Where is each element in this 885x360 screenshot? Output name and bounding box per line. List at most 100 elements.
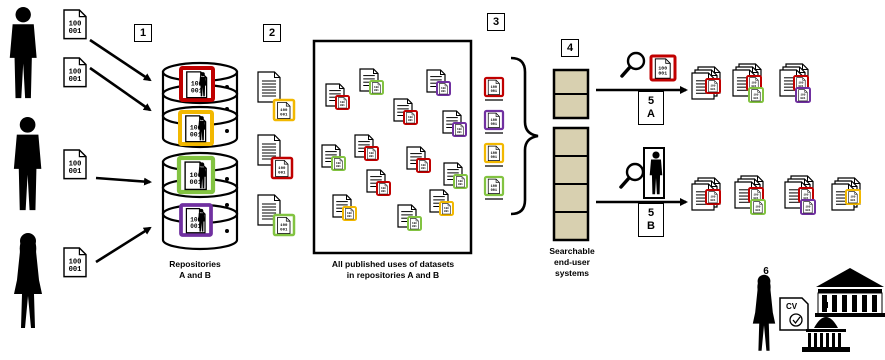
researcher-silhouette-icon [752,274,776,351]
svg-text:100: 100 [340,101,345,104]
svg-text:100: 100 [189,172,201,180]
step-6-label: 6 [763,265,769,277]
user-1-arrow-a [89,38,152,82]
svg-text:001: 001 [805,209,810,212]
svg-text:100: 100 [278,167,286,171]
svg-text:100: 100 [457,128,462,131]
svg-text:001: 001 [412,225,417,228]
repo-a-dataset-orange-person [198,116,206,141]
search-b-query-person-silhouette-icon [649,151,663,195]
svg-text:100: 100 [369,152,374,155]
step-3-label: 3 [487,13,505,31]
svg-text:001: 001 [189,179,201,187]
svg-text:100: 100 [408,116,413,119]
svg-text:001: 001 [710,88,715,91]
cv-document-icon: CV [779,297,809,331]
svg-text:100: 100 [190,125,202,132]
government-capitol-icon [802,302,850,352]
svg-text:001: 001 [69,76,82,84]
svg-text:100: 100 [458,180,463,183]
svg-text:001: 001 [755,209,760,212]
search-systems-caption-line1: Searchable [549,246,595,256]
svg-text:001: 001 [421,167,426,170]
svg-text:100: 100 [798,82,803,85]
svg-text:100: 100 [441,87,446,90]
svg-text:100: 100 [412,222,417,225]
svg-text:100: 100 [336,162,341,165]
svg-text:001: 001 [280,113,288,117]
step-1-label: 1 [134,24,152,42]
published-uses-caption: All published uses of datasets in reposi… [332,259,454,281]
svg-text:001: 001 [753,197,758,200]
svg-text:001: 001 [491,90,498,94]
svg-text:100: 100 [347,212,352,215]
repo-b-dataset-green-person [198,162,206,189]
user-1-silhouette-icon [9,6,37,99]
svg-text:001: 001 [280,228,288,232]
user-3-arrow [95,226,152,264]
svg-text:100: 100 [800,94,805,97]
svg-text:100: 100 [69,68,82,76]
step-5b-number: 5 [647,207,655,219]
svg-text:100: 100 [710,85,715,88]
svg-text:100: 100 [491,152,498,156]
svg-text:100: 100 [421,164,426,167]
repo-b-dataset-purple-person [198,208,205,232]
svg-text:100: 100 [805,206,810,209]
svg-text:100: 100 [381,187,386,190]
search-systems-caption-line3: systems [554,268,590,278]
step-5a-letter: A [647,108,655,120]
published-uses-caption-line1: All published uses of datasets [331,259,455,269]
svg-text:001: 001 [458,183,463,186]
svg-text:100: 100 [491,185,498,189]
repositories-caption-line2: A and B [179,270,211,280]
step-5b-label: 5 B [638,203,664,237]
svg-text:001: 001 [491,123,498,127]
svg-text:100: 100 [280,109,288,113]
publication-1-page [257,71,281,103]
cv-label: CV [786,302,798,311]
repositories-caption: Repositories A and B [169,259,221,281]
user-1-arrow-b [89,66,152,112]
svg-text:100: 100 [491,86,498,90]
svg-text:100: 100 [444,207,449,210]
search-a-magnifier-icon [620,51,646,78]
collection-bracket-icon [510,56,539,216]
repositories-caption-line1: Repositories [169,259,221,269]
svg-text:001: 001 [69,168,82,176]
step-5a-number: 5 [647,95,655,107]
search-systems-caption: Searchable end-user systems [549,246,594,279]
svg-text:100: 100 [803,194,808,197]
step-5a-label: 5 A [638,91,664,125]
svg-text:100: 100 [710,196,715,199]
svg-text:001: 001 [374,89,379,92]
svg-text:100: 100 [69,258,82,266]
svg-text:100: 100 [280,224,288,228]
